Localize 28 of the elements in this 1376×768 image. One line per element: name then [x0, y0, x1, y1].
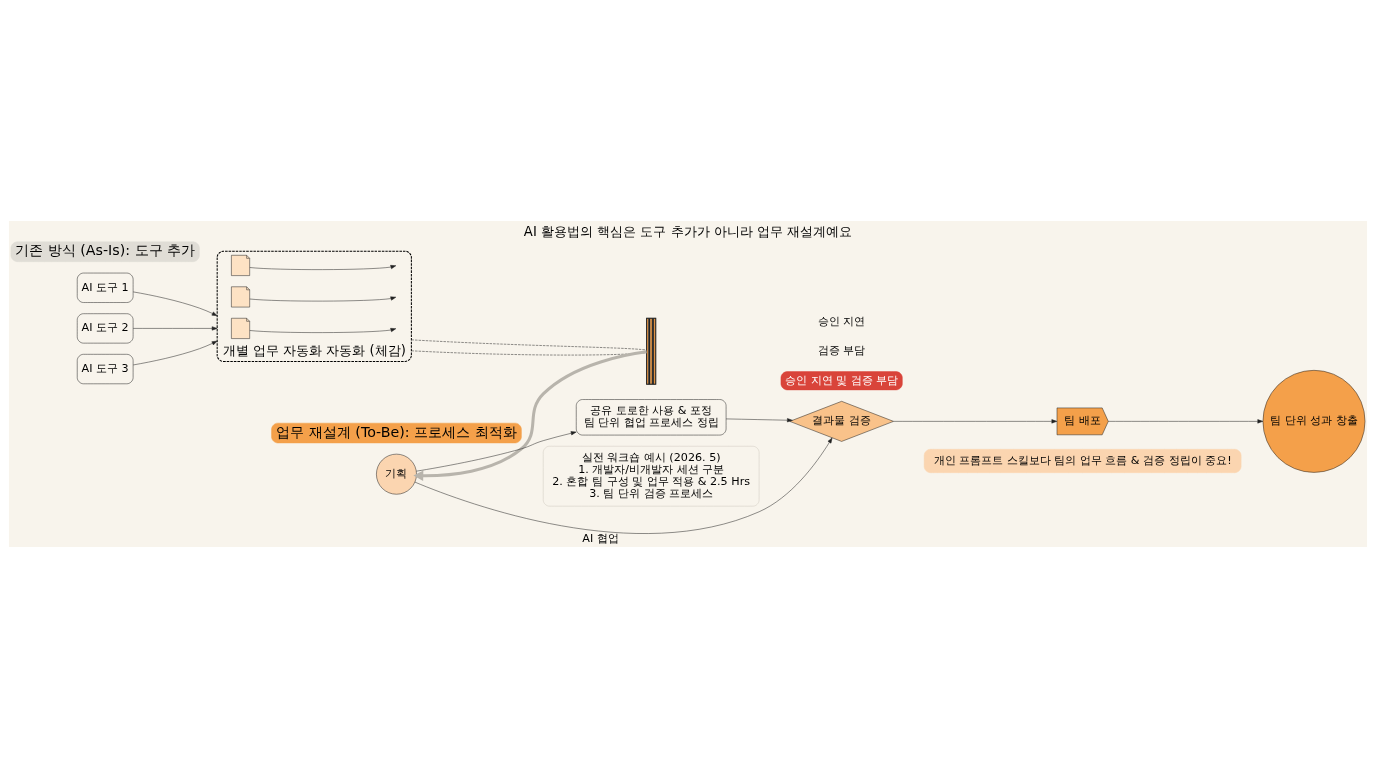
node-box: 개인 프롬프트 스킬보다 팀의 업무 흐름 & 검증 정립이 중요!: [923, 449, 1242, 473]
node-box: AI 도구 2: [77, 313, 134, 344]
arrow: [413, 350, 647, 481]
node-circle: 팀 단위 성과 창출: [1262, 370, 1366, 473]
arrow: [249, 328, 397, 333]
node-text: 승인 지연: [817, 314, 866, 328]
cluster: 개별 업무 자동화 자동화 (체감): [216, 250, 412, 362]
node-box: 승인 지연 및 검증 부담: [780, 371, 903, 391]
node-box: AI 도구 1: [77, 272, 134, 303]
node-box: 기존 방식 (As-Is): 도구 추가: [10, 241, 200, 262]
diagram-title: AI 활용법의 핵심은 도구 추가가 아니라 업무 재설계예요: [523, 223, 853, 239]
edge-label: AI 협업: [582, 531, 619, 545]
node-box: 공유 토로한 사용 & 포정 팀 단위 협업 프로세스 정립: [576, 399, 727, 436]
arrow: [414, 437, 833, 534]
arrow: [249, 265, 397, 270]
node-circle: 기획: [376, 453, 417, 495]
connector: [411, 339, 647, 351]
arrow: [132, 326, 218, 331]
arrow: [249, 296, 397, 302]
node-text: 검증 부담: [817, 344, 866, 358]
node-box: AI 도구 3: [77, 354, 134, 385]
arrow: [893, 419, 1058, 424]
arrow: [133, 340, 218, 366]
arrow: [133, 291, 218, 316]
arrow: [416, 431, 577, 472]
arrow: [1108, 419, 1264, 424]
node-box: 업무 재설계 (To-Be): 프로세스 최적화: [271, 422, 522, 444]
arrow: [725, 418, 793, 423]
